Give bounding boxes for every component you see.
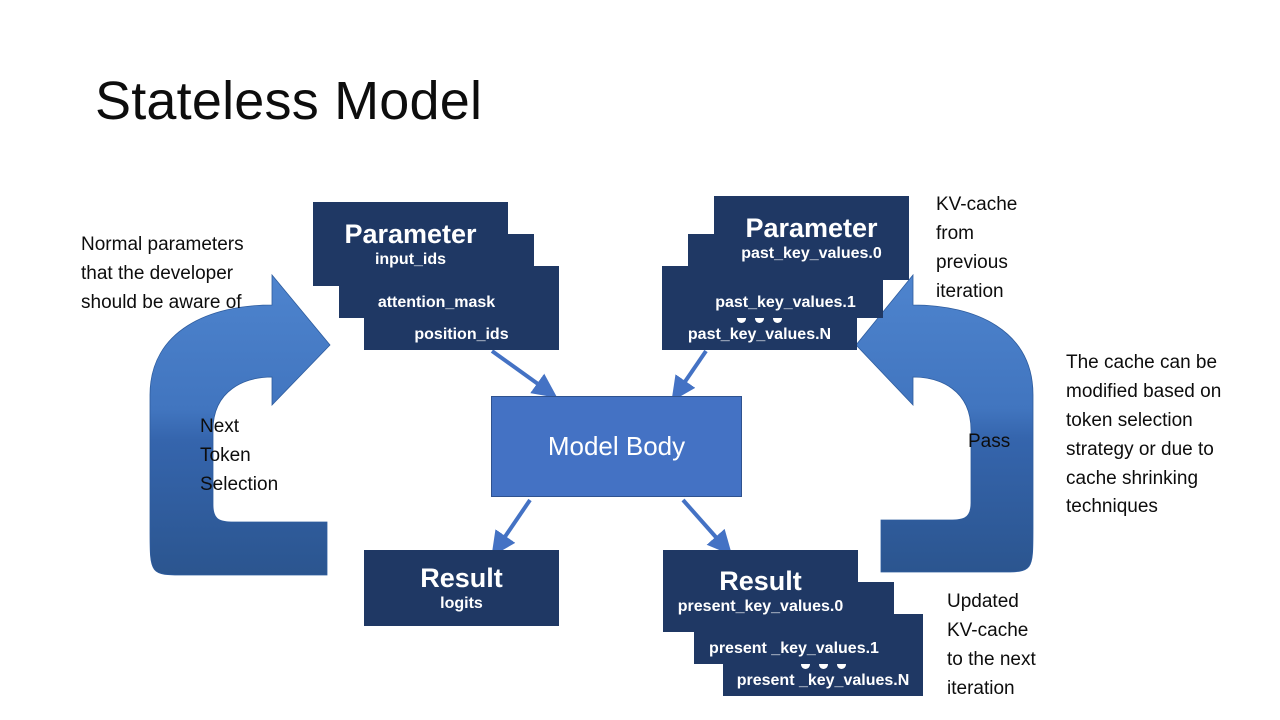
param-card-input-ids[interactable]: Parameter input_ids (313, 202, 508, 286)
param-card-label: input_ids (374, 250, 447, 268)
result-card-logits[interactable]: Result logits (364, 550, 559, 626)
ellipsis-dots-icon (800, 660, 846, 670)
pass-label: Pass (968, 431, 1011, 452)
param-card-head: Parameter (344, 218, 477, 249)
connector-body-to-right-result (681, 498, 733, 556)
result-card-label: present _key_values.N (736, 672, 910, 690)
param-card-label: past_key_values.N (687, 326, 832, 344)
param-card-past-key-values-0[interactable]: Parameter past_key_values.0 (714, 196, 909, 280)
connector-left-params-to-body (490, 349, 558, 398)
result-card-head: Result (719, 565, 802, 596)
result-card-label: present _key_values.1 (709, 640, 879, 658)
param-card-label: past_key_values.1 (715, 294, 856, 312)
result-card-label: present_key_values.0 (677, 597, 844, 615)
connector-body-to-left-result (491, 498, 532, 557)
page-title: Stateless Model (95, 71, 483, 131)
param-card-head: Parameter (745, 212, 878, 243)
param-card-label: position_ids (414, 326, 509, 344)
param-card-label: past_key_values.0 (741, 244, 882, 262)
next-token-selection-label: Next Token Selection (200, 416, 279, 496)
connector-right-params-to-body (671, 349, 708, 402)
ellipsis-dots-icon (737, 314, 782, 324)
result-card-present-key-values-0[interactable]: Result present_key_values.0 (663, 550, 858, 632)
result-card-label: logits (440, 594, 483, 612)
param-card-label: attention_mask (377, 294, 496, 312)
result-card-head: Result (420, 562, 503, 593)
note-kv-cache-previous: KV-cache from previous iteration (936, 194, 1018, 302)
note-updated-kv-cache: Updated KV-cache to the next iteration (947, 591, 1036, 699)
note-normal-parameters: Normal parameters that the developer sho… (81, 234, 244, 313)
note-cache-modified: The cache can be modified based on token… (1066, 352, 1222, 518)
model-body-label: Model Body (547, 431, 686, 461)
next-token-selection-arrow (149, 273, 331, 576)
model-body-box[interactable]: Model Body (491, 396, 742, 497)
pass-arrow (855, 273, 1034, 573)
